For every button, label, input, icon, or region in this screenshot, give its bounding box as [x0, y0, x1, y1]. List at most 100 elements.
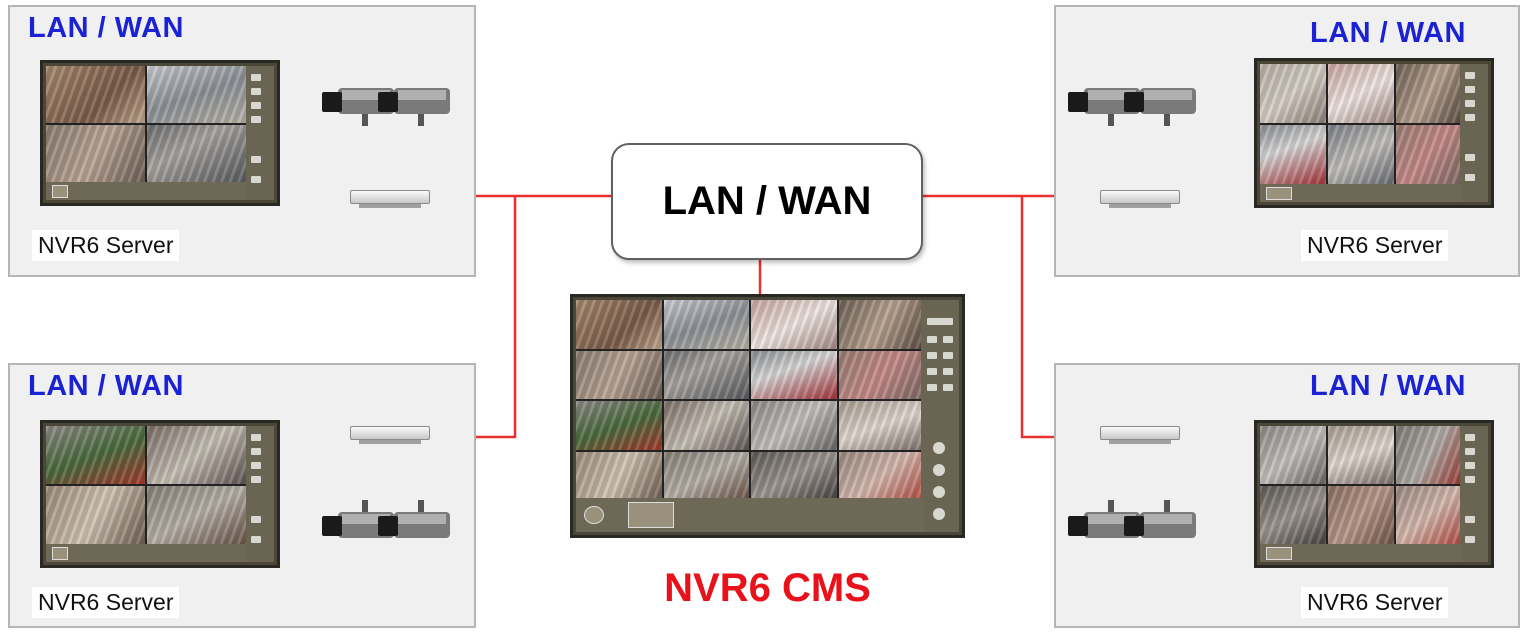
ptz-round-button-icon	[933, 442, 945, 454]
control-button-icon	[251, 448, 261, 455]
control-button-icon	[1465, 536, 1475, 543]
control-button-icon	[927, 318, 953, 325]
preview-thumbnail	[1266, 187, 1292, 200]
control-button-icon	[251, 176, 261, 183]
nvr-control-sidebar	[246, 426, 274, 562]
video-tile	[838, 350, 924, 399]
cctv-camera-icon	[378, 500, 450, 538]
cloud-label: LAN / WAN	[662, 179, 872, 223]
nvr-bottom-bar	[46, 544, 246, 562]
network-switch-icon	[1100, 426, 1180, 444]
control-button-icon	[927, 352, 937, 359]
network-switch-icon	[1100, 190, 1180, 208]
video-tile	[838, 451, 924, 500]
server-label: NVR6 Server	[1301, 230, 1449, 261]
control-button-icon	[251, 116, 261, 123]
preview-thumbnail	[52, 547, 68, 560]
video-tile	[751, 300, 837, 349]
control-button-icon	[251, 74, 261, 81]
control-button-icon	[251, 516, 261, 523]
site-network-label: LAN / WAN	[1310, 17, 1466, 49]
video-tile	[663, 451, 749, 500]
ptz-round-button-icon	[933, 508, 945, 520]
server-label: NVR6 Server	[1301, 587, 1449, 618]
video-tile	[576, 451, 662, 500]
video-tile	[147, 66, 246, 123]
video-tile	[838, 401, 924, 450]
preview-thumbnail	[1266, 547, 1292, 560]
control-button-icon	[927, 336, 937, 343]
control-button-icon	[943, 336, 953, 343]
video-wall	[1260, 426, 1462, 544]
nvr-monitor-icon	[40, 60, 280, 206]
control-button-icon	[251, 102, 261, 109]
site-network-label: LAN / WAN	[1310, 370, 1466, 402]
control-button-icon	[251, 434, 261, 441]
video-tile	[46, 66, 145, 123]
nvr-control-sidebar	[1460, 426, 1488, 562]
nvr-monitor-icon	[1254, 420, 1494, 568]
control-button-icon	[943, 368, 953, 375]
control-button-icon	[1465, 462, 1475, 469]
nvr-monitor-icon	[40, 420, 280, 568]
cms-bottom-bar	[576, 498, 924, 532]
video-wall	[46, 426, 246, 544]
video-tile	[1396, 486, 1462, 544]
server-label: NVR6 Server	[32, 587, 180, 618]
video-tile	[751, 451, 837, 500]
control-button-icon	[943, 352, 953, 359]
video-tile	[1328, 64, 1394, 123]
control-button-icon	[1465, 174, 1475, 181]
ptz-round-button-icon	[933, 486, 945, 498]
control-button-icon	[1465, 154, 1475, 161]
site-network-label: LAN / WAN	[28, 12, 184, 44]
video-tile	[1396, 426, 1462, 484]
cctv-camera-icon	[378, 88, 450, 126]
cms-title: NVR6 CMS	[664, 566, 871, 610]
video-tile	[1260, 486, 1326, 544]
video-tile	[1328, 125, 1394, 184]
video-tile	[1328, 486, 1394, 544]
control-button-icon	[1465, 114, 1475, 121]
nvr-bottom-bar	[1260, 184, 1462, 202]
nvr-control-sidebar	[246, 66, 274, 200]
cms-control-sidebar	[921, 300, 959, 532]
video-tile	[1396, 125, 1462, 184]
control-button-icon	[943, 384, 953, 391]
ptz-round-button-icon	[933, 464, 945, 476]
video-tile	[147, 486, 246, 544]
control-button-icon	[1465, 476, 1475, 483]
nvr-bottom-bar	[1260, 544, 1462, 562]
video-tile	[1396, 64, 1462, 123]
video-tile	[46, 486, 145, 544]
nvr-control-sidebar	[1460, 64, 1488, 202]
network-switch-icon	[350, 190, 430, 208]
cctv-camera-icon	[1124, 500, 1196, 538]
preview-thumbnail	[584, 506, 604, 524]
video-tile	[1260, 125, 1326, 184]
control-button-icon	[251, 88, 261, 95]
video-tile	[838, 300, 924, 349]
preview-thumbnail	[628, 502, 674, 528]
video-wall	[1260, 64, 1462, 184]
control-button-icon	[1465, 72, 1475, 79]
video-tile	[576, 300, 662, 349]
cms-monitor-icon	[570, 294, 965, 538]
nvr-monitor-icon	[1254, 58, 1494, 208]
video-tile	[1328, 426, 1394, 484]
video-tile	[663, 350, 749, 399]
control-button-icon	[251, 476, 261, 483]
site-network-label: LAN / WAN	[28, 370, 184, 402]
network-switch-icon	[350, 426, 430, 444]
video-tile	[751, 401, 837, 450]
video-tile	[576, 401, 662, 450]
video-tile	[576, 350, 662, 399]
cctv-camera-icon	[1124, 88, 1196, 126]
control-button-icon	[927, 384, 937, 391]
video-tile	[751, 350, 837, 399]
control-button-icon	[1465, 100, 1475, 107]
video-tile	[147, 426, 246, 484]
control-button-icon	[1465, 86, 1475, 93]
video-tile	[1260, 64, 1326, 123]
cms-video-wall	[576, 300, 924, 500]
